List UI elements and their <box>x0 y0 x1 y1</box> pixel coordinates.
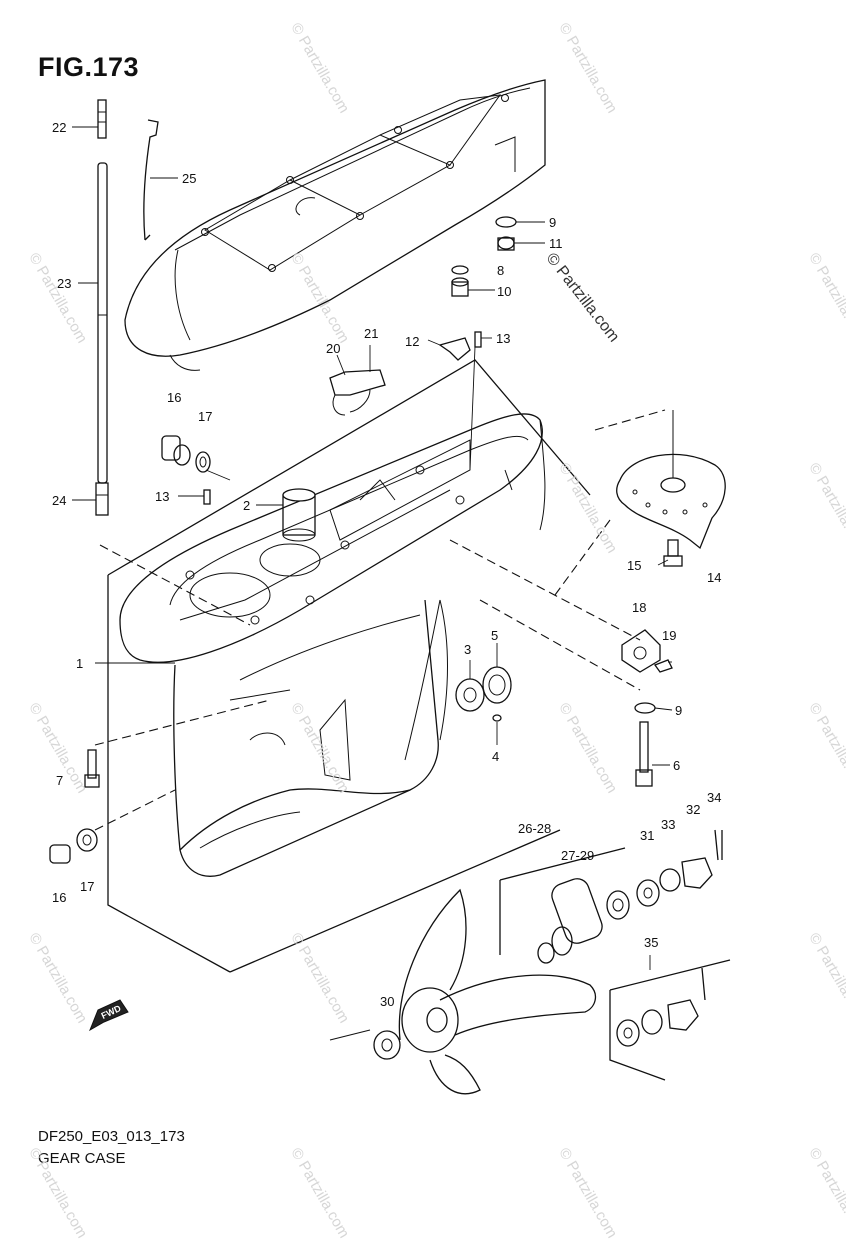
prop-bushing-drawing <box>499 829 723 964</box>
callout-18: 18 <box>632 600 647 615</box>
bearing-seal-drawing <box>455 666 512 722</box>
callout-leader-lines <box>72 126 673 970</box>
callout-7: 7 <box>56 773 64 788</box>
callout-24: 24 <box>52 493 67 508</box>
callout-23: 23 <box>57 276 72 291</box>
clip-drawing <box>143 119 159 241</box>
nut-kit-drawing <box>609 959 731 1081</box>
housing-frame-lines <box>94 359 666 973</box>
fwd-arrow-icon <box>89 999 129 1032</box>
callout-6: 6 <box>673 758 681 773</box>
figure-name: GEAR CASE <box>38 1150 126 1167</box>
callout-3: 3 <box>464 642 472 657</box>
stud-bolt-drawing <box>634 702 656 787</box>
drain-plug-top-drawing <box>161 435 211 473</box>
figure-code: DF250_E03_013_173 <box>38 1128 185 1145</box>
callout-12: 12 <box>405 334 420 349</box>
callout-25: 25 <box>182 171 197 186</box>
callout-22: 22 <box>52 120 67 135</box>
callout-16b: 16 <box>52 890 67 905</box>
callout-1: 1 <box>76 656 84 671</box>
callout-9: 9 <box>549 215 557 230</box>
callout-13: 13 <box>496 331 511 346</box>
callout-13b: 13 <box>155 489 170 504</box>
callout-4: 4 <box>492 749 500 764</box>
bearing-2-drawing <box>282 488 316 542</box>
callout-16: 16 <box>167 390 182 405</box>
callout-19: 19 <box>662 628 677 643</box>
bracket-parts-drawing <box>203 331 482 505</box>
callout-35: 35 <box>644 935 659 950</box>
callout-17: 17 <box>198 409 213 424</box>
callout-10: 10 <box>497 284 512 299</box>
drain-plug-bottom-drawing <box>49 828 98 864</box>
callout-30: 30 <box>380 994 395 1009</box>
figure-title: FIG.173 <box>38 52 140 82</box>
callout-5: 5 <box>491 628 499 643</box>
callout-27-29: 27-29 <box>561 848 595 863</box>
callout-32: 32 <box>686 802 701 817</box>
callout-20: 20 <box>326 341 341 356</box>
callout-8: 8 <box>497 263 505 278</box>
callout-9b: 9 <box>675 703 683 718</box>
callout-21: 21 <box>364 326 379 341</box>
trim-tab-anode-drawing <box>616 410 726 567</box>
callout-33: 33 <box>661 817 676 832</box>
gear-case-housing-drawing <box>119 413 546 877</box>
water-tube-drawing <box>95 99 109 516</box>
callout-14: 14 <box>707 570 722 585</box>
upper-cover-drawing <box>124 79 546 371</box>
bolt-7-drawing <box>84 749 100 788</box>
propeller-drawing <box>329 888 597 1095</box>
callout-26-28: 26-28 <box>518 821 552 836</box>
callout-15: 15 <box>627 558 642 573</box>
parts-diagram: FIG.173 DF250_E03_013_173 GEAR CASE © Pa… <box>25 20 846 1241</box>
callout-11: 11 <box>549 236 563 251</box>
callout-31: 31 <box>640 828 655 843</box>
callout-34: 34 <box>707 790 722 805</box>
callout-17b: 17 <box>80 879 95 894</box>
exploded-view-drawing <box>49 79 731 1095</box>
spacer-block-drawing <box>621 629 673 673</box>
callout-2: 2 <box>243 498 251 513</box>
